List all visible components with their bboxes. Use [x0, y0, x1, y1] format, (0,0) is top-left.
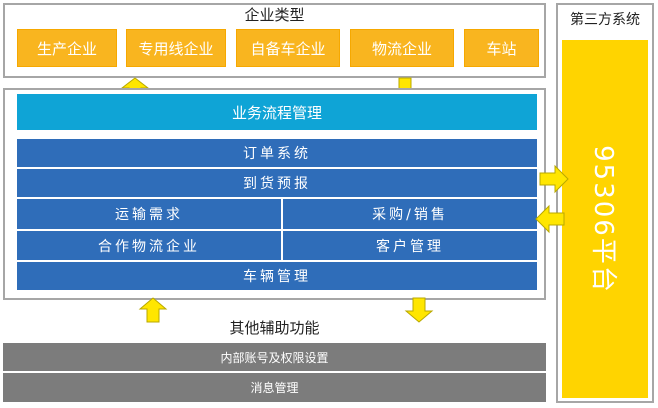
customer-management-module[interactable]: 客户管理	[283, 231, 537, 260]
purchase-sales-module[interactable]: 采购/销售	[283, 199, 537, 229]
third-party-title: 第三方系统	[570, 12, 640, 28]
arrow-down-icon	[404, 297, 434, 323]
arrow-up-icon	[138, 297, 168, 323]
order-system-module[interactable]: 订单系统	[17, 139, 537, 167]
platform-95306-label: 95306平台	[587, 144, 618, 294]
arrow-left-icon	[535, 204, 565, 234]
vehicle-management-module[interactable]: 车辆管理	[17, 262, 537, 290]
arrival-forecast-module[interactable]: 到货预报	[17, 169, 537, 197]
enterprise-station[interactable]: 车站	[464, 29, 539, 67]
enterprise-type-title: 企业类型	[244, 6, 305, 24]
message-management-module[interactable]: 消息管理	[3, 373, 546, 402]
enterprise-special-line[interactable]: 专用线企业	[126, 29, 226, 67]
platform-95306[interactable]: 95306平台	[562, 40, 648, 398]
transport-demand-module[interactable]: 运输需求	[17, 199, 281, 229]
enterprise-logistics[interactable]: 物流企业	[350, 29, 454, 67]
enterprise-private-car[interactable]: 自备车企业	[236, 29, 340, 67]
aux-functions-title: 其他辅助功能	[229, 319, 320, 337]
arrow-right-icon	[539, 164, 569, 194]
account-permission-module[interactable]: 内部账号及权限设置	[3, 343, 546, 371]
enterprise-production[interactable]: 生产企业	[17, 29, 117, 67]
partner-logistics-module[interactable]: 合作物流企业	[17, 231, 281, 260]
business-process-header[interactable]: 业务流程管理	[17, 94, 537, 130]
